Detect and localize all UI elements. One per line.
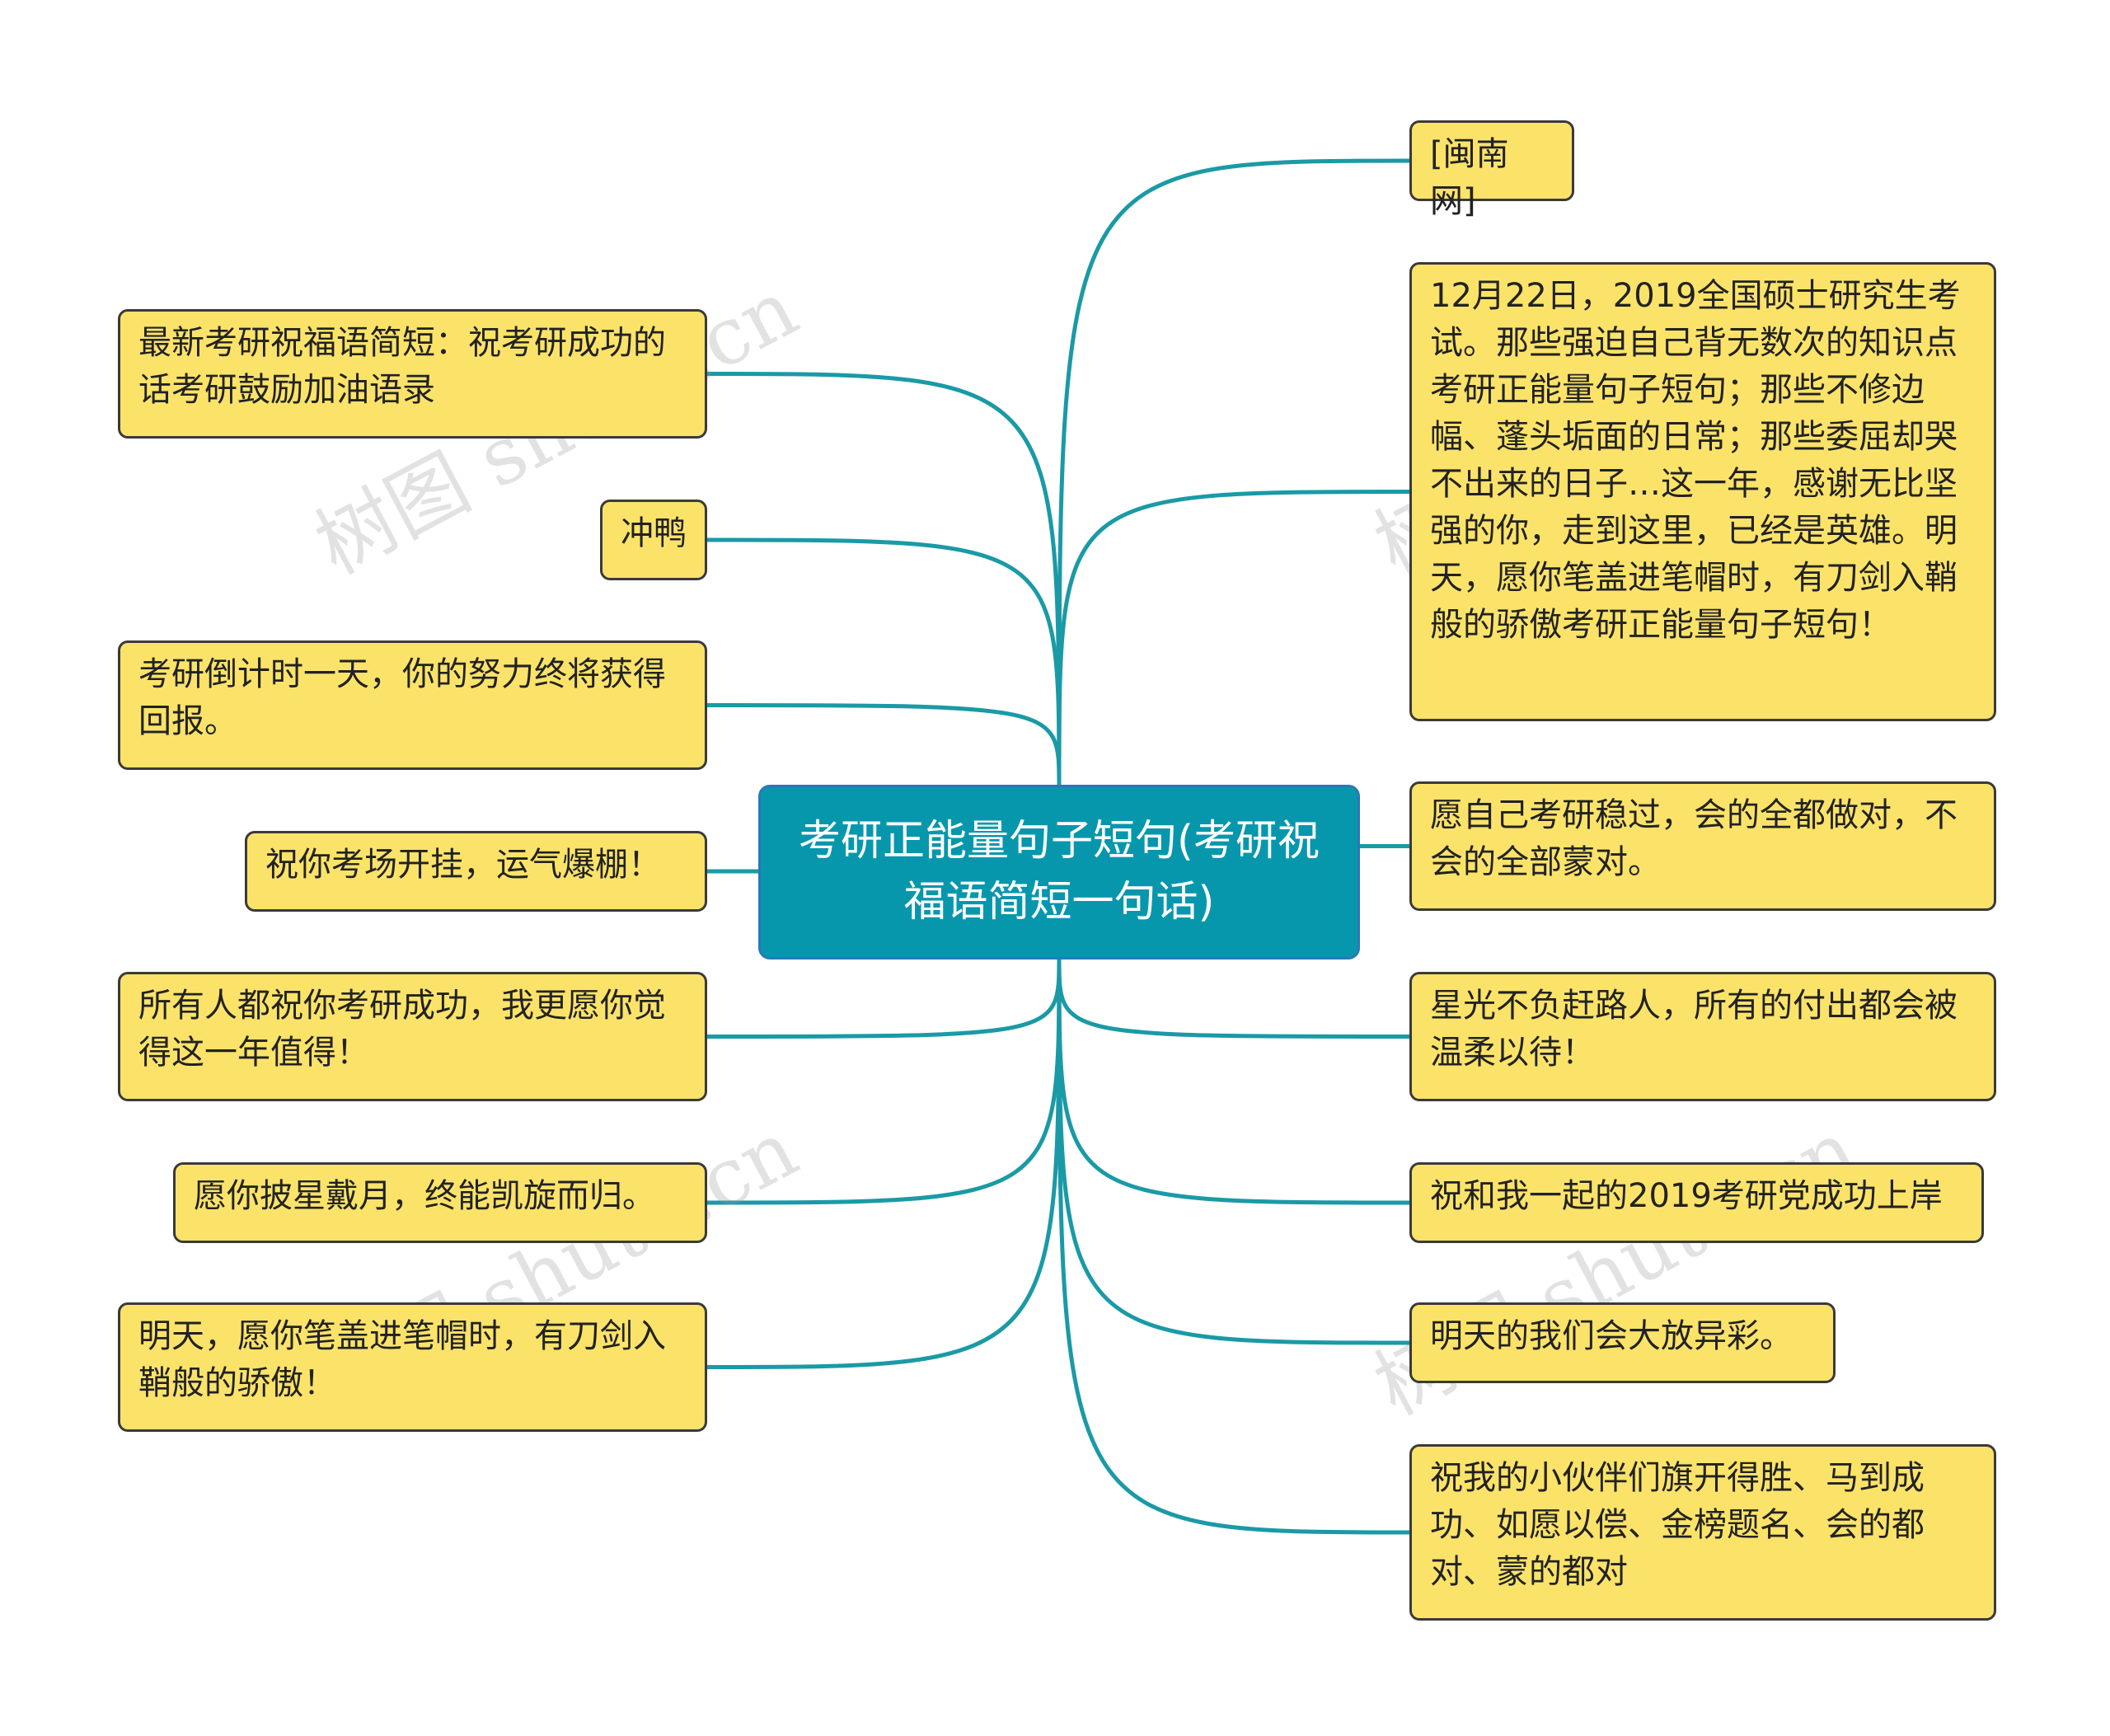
right-node-6[interactable]: 明天的我们会大放异彩。: [1409, 1302, 1836, 1383]
right-node-4[interactable]: 星光不负赶路人，所有的付出都会被温柔以待！: [1409, 972, 1996, 1101]
connector-line: [705, 372, 1062, 787]
connector-line: [1057, 957, 1412, 1535]
connector-line: [1057, 957, 1412, 1039]
left-node-6[interactable]: 愿你披星戴月，终能凯旋而归。: [173, 1162, 707, 1243]
left-node-2[interactable]: 冲鸭: [600, 500, 707, 580]
left-node-4[interactable]: 祝你考场开挂，运气爆棚！: [245, 831, 707, 912]
connector-line: [705, 537, 1062, 787]
connector-line: [705, 957, 1062, 1039]
right-node-7[interactable]: 祝我的小伙伴们旗开得胜、马到成功、如愿以偿、金榜题名、会的都对、蒙的都对: [1409, 1444, 1996, 1621]
right-node-2[interactable]: 12月22日，2019全国硕士研究生考试。那些强迫自己背无数次的知识点考研正能量…: [1409, 262, 1996, 721]
connector-line: [705, 703, 1062, 787]
connector-line: [1057, 957, 1412, 1345]
left-node-3[interactable]: 考研倒计时一天，你的努力终将获得回报。: [118, 640, 707, 770]
connector-line: [705, 957, 1062, 1369]
connector-line: [1057, 957, 1412, 1205]
connector-line: [1057, 158, 1412, 787]
left-node-5[interactable]: 所有人都祝你考研成功，我更愿你觉得这一年值得！: [118, 972, 707, 1101]
left-node-7[interactable]: 明天，愿你笔盖进笔帽时，有刀剑入鞘般的骄傲！: [118, 1302, 707, 1432]
right-node-1[interactable]: [闽南网]: [1409, 120, 1574, 220]
left-node-1[interactable]: 最新考研祝福语简短：祝考研成功的话考研鼓励加油语录: [118, 309, 707, 439]
right-node-3[interactable]: 愿自己考研稳过，会的全都做对，不会的全部蒙对。: [1409, 781, 1996, 911]
connector-line: [705, 957, 1062, 1205]
right-node-5[interactable]: 祝和我一起的2019考研党成功上岸: [1409, 1162, 1984, 1243]
root-topic[interactable]: 考研正能量句子短句(考研祝福语简短一句话): [758, 785, 1360, 959]
connector-line: [1057, 490, 1412, 787]
